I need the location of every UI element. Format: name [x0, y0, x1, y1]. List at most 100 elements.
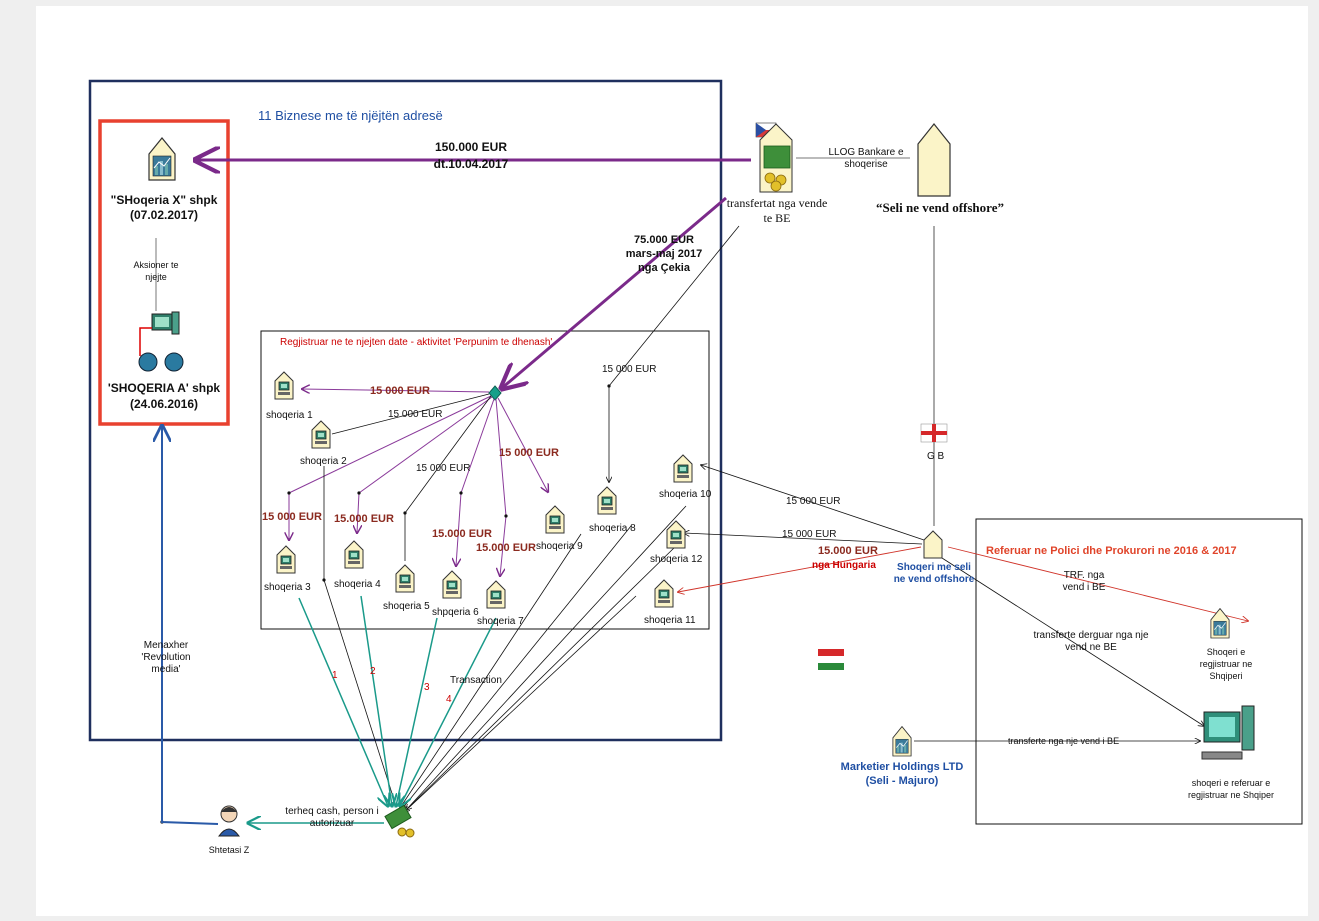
czech-amount: 75.000 EUR: [634, 234, 694, 246]
distribution-node: [488, 385, 502, 401]
transaction-label: Transaction: [450, 675, 502, 686]
arrow-s4: [357, 492, 359, 533]
transaction-num-2: 2: [370, 666, 376, 677]
arrow-to-s1: [302, 389, 490, 392]
subsidiary-6: shpqeria 6: [432, 607, 479, 618]
company-x-name: "SHoqeria X" shpk: [110, 193, 218, 207]
albania-company-icon: [1210, 608, 1230, 639]
s1-icon: [274, 371, 294, 400]
s4-icon: [344, 540, 364, 569]
hungary-flag-icon: [818, 649, 844, 670]
arrow-s9: [497, 397, 548, 492]
arrow-s7: [500, 515, 507, 576]
company-x-date: (07.02.2017): [129, 208, 199, 222]
money-icon: [384, 804, 415, 838]
amount-to-s10: 15 000 EUR: [786, 496, 841, 507]
marketier-name: Marketier Holdings LTD: [840, 761, 964, 773]
s5-icon: [395, 564, 415, 593]
arrow-75000: [502, 196, 727, 388]
subsidiary-5: shoqeria 5: [383, 601, 430, 612]
subsidiary-12: shoqeria 12: [650, 554, 703, 565]
gb-label: G B: [927, 451, 945, 462]
registry-box: [260, 330, 710, 630]
line-to-s3: [288, 395, 492, 494]
trf-be-label: TRF. nga vend i BE: [1062, 570, 1106, 593]
manager-label: Menaxher 'Revolution media': [141, 640, 191, 675]
offshore-seat-label: “Seli ne vend offshore”: [876, 200, 1004, 215]
referred-company-label: shoqeri e referuar e regjistruar ne Shqi…: [1187, 778, 1275, 800]
amount-to-s7: 15.000 EUR: [476, 542, 536, 554]
subsidiary-8: shoqeria 8: [589, 523, 636, 534]
company-a-date: (24.06.2016): [129, 397, 199, 411]
subsidiary-2: shoqeria 2: [300, 456, 347, 467]
transfer-date: dt.10.04.2017: [433, 157, 509, 171]
arrow-manager: [162, 426, 219, 825]
amount-to-s8: 15 000 EUR: [602, 364, 657, 375]
gb-flag-icon: [920, 423, 948, 443]
arrow-s6: [456, 492, 462, 566]
subsidiary-4: shoqeria 4: [334, 579, 381, 590]
czech-period: mars-maj 2017: [625, 248, 703, 260]
s8-icon: [597, 486, 617, 515]
diagram-svg: [88, 79, 1303, 838]
computer-network-icon: [138, 311, 184, 372]
subsidiary-9: shoqeria 9: [536, 541, 583, 552]
marketier-icon: [892, 726, 912, 757]
transaction-num-3: 3: [424, 682, 430, 693]
subsidiary-3: shoqeria 3: [264, 582, 311, 593]
amount-to-s6: 15.000 EUR: [432, 528, 492, 540]
offshore-seat-icon: [917, 123, 951, 197]
arrow-to-referred: [941, 557, 1204, 726]
arrow-to-albania: [947, 546, 1248, 621]
line-to-s6: [460, 398, 495, 494]
amount-to-s11: 15.000 EUR: [818, 545, 878, 557]
transfers-be-sent-label: transferte derguar nga nje vend ne BE: [1033, 630, 1149, 653]
amount-to-s9: 15 000 EUR: [499, 447, 559, 459]
amount-to-s4: 15.000 EUR: [334, 513, 394, 525]
s9-icon: [545, 505, 565, 534]
line-to-s2: [331, 393, 490, 435]
amount-origin-hungary: nga Hungaria: [812, 560, 876, 571]
s7-icon: [486, 580, 506, 609]
s12-icon: [666, 520, 686, 549]
s11-icon: [654, 579, 674, 608]
main-frame: [88, 79, 723, 742]
czech-origin: nga Çekia: [638, 262, 690, 274]
line-to-s5: [404, 395, 492, 514]
amount-to-s1: 15 000 EUR: [370, 385, 430, 397]
marketier-seat: (Seli - Majuro): [865, 775, 939, 787]
be-transfers-label: transfertat nga vende te BE: [726, 196, 828, 225]
s3-icon: [276, 545, 296, 574]
s10-icon: [673, 454, 693, 483]
line-be-s8: [608, 225, 740, 387]
referred-computer-icon: [1201, 705, 1255, 760]
amount-to-s12: 15 000 EUR: [782, 529, 837, 540]
s6-icon: [442, 570, 462, 599]
registered-albania-label: Shoqeri e regjistruar ne Shqiperi: [1199, 647, 1253, 681]
transaction-num-1: 1: [332, 670, 338, 681]
same-shareholder-label: Aksioner te njejte: [133, 260, 179, 282]
amount-to-s3: 15 000 EUR: [262, 511, 322, 523]
arrow-to-s12: [684, 533, 923, 545]
arrow-to-s10: [701, 465, 925, 541]
main-box-title: 11 Biznese me të njëjtën adresë: [258, 108, 443, 123]
inner-box-title: Regjistruar ne te njejten date - aktivit…: [280, 337, 553, 348]
person-icon: [218, 805, 240, 837]
company-a-name: 'SHOQERIA A' shpk: [107, 381, 221, 395]
offshore-company-label: Shoqeri me seli ne vend offshore: [893, 562, 975, 585]
subsidiary-11: shoqeria 11: [644, 615, 696, 626]
diagram-canvas: 11 Biznese me të njëjtën adresë "SHoqeri…: [36, 6, 1308, 916]
transaction-num-4: 4: [446, 694, 452, 705]
transfer-amount: 150.000 EUR: [434, 140, 508, 154]
line-to-s7: [495, 398, 507, 517]
person-z-label: Shtetasi Z: [208, 845, 250, 855]
amount-to-s5: 15 000 EUR: [416, 463, 471, 474]
cash-withdraw-label: terheq cash, person i autorizuar: [285, 806, 379, 829]
police-box: [975, 518, 1303, 825]
offshore-company-icon: [923, 530, 943, 559]
arrow-to-s11: [678, 546, 922, 592]
bank-account-label: LLOG Bankare e shoqerise: [828, 147, 904, 170]
subsidiary-7: shoqeria 7: [477, 616, 524, 627]
subsidiary-10: shoqeria 10: [659, 489, 712, 500]
money-flag-icon: [755, 122, 793, 193]
